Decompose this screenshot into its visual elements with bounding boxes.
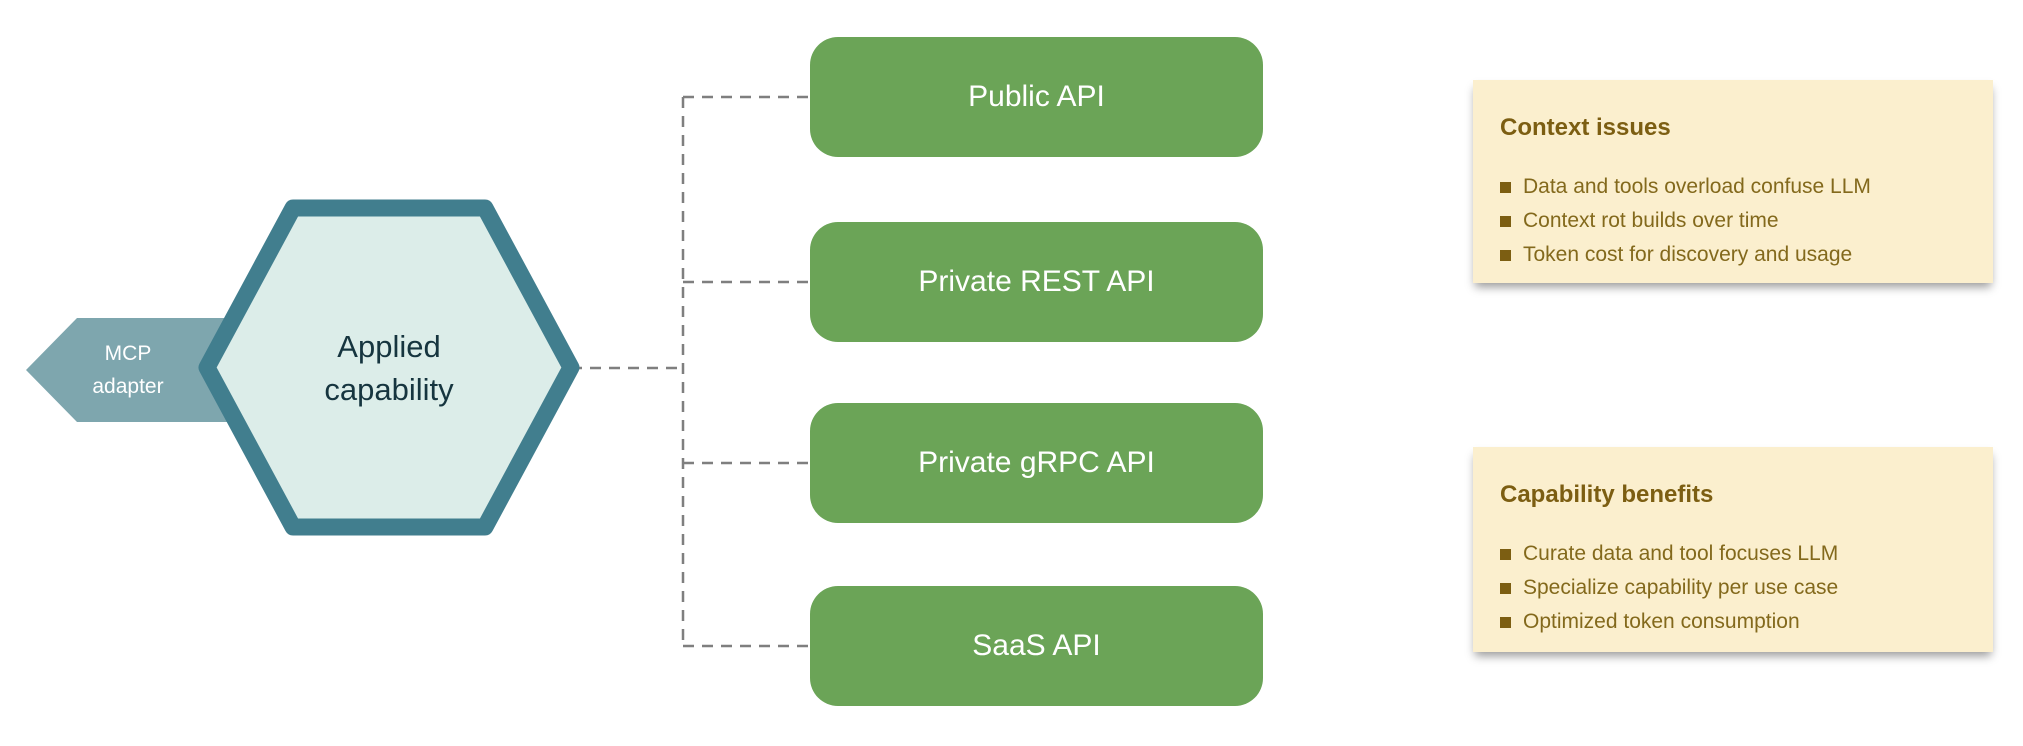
hexagon-label-line2: capability bbox=[324, 371, 454, 407]
note-bullet-list: Curate data and tool focuses LLM Special… bbox=[1500, 537, 1973, 639]
hexagon-shape bbox=[198, 199, 580, 536]
note-context-issues: Context issues Data and tools overload c… bbox=[1473, 80, 1993, 283]
note-bullet-text: Curate data and tool focuses LLM bbox=[1523, 542, 1839, 565]
note-bullet: Specialize capability per use case bbox=[1500, 571, 1973, 605]
note-bullet-list: Data and tools overload confuse LLM Cont… bbox=[1500, 170, 1973, 272]
note-bullet: Curate data and tool focuses LLM bbox=[1500, 537, 1973, 571]
api-node-label: Private REST API bbox=[918, 265, 1155, 298]
note-bullet-text: Optimized token consumption bbox=[1523, 610, 1800, 633]
square-bullet-icon bbox=[1500, 583, 1511, 594]
api-node-saas-api: SaaS API bbox=[810, 586, 1263, 706]
note-bullet: Context rot builds over time bbox=[1500, 204, 1973, 238]
api-node-label: SaaS API bbox=[972, 629, 1101, 662]
applied-capability-hexagon: Applied capability bbox=[198, 199, 580, 536]
mcp-adapter-label-line1: MCP bbox=[104, 342, 152, 365]
api-node-label: Private gRPC API bbox=[918, 446, 1155, 479]
note-title: Capability benefits bbox=[1500, 481, 1714, 508]
square-bullet-icon bbox=[1500, 250, 1511, 261]
square-bullet-icon bbox=[1500, 216, 1511, 227]
note-bullet: Data and tools overload confuse LLM bbox=[1500, 170, 1973, 204]
note-capability-benefits: Capability benefits Curate data and tool… bbox=[1473, 447, 1993, 652]
note-bullet-text: Data and tools overload confuse LLM bbox=[1523, 175, 1871, 198]
note-bullet-text: Context rot builds over time bbox=[1523, 209, 1779, 232]
hexagon-label: Applied capability bbox=[198, 199, 580, 536]
note-bullet: Token cost for discovery and usage bbox=[1500, 238, 1973, 272]
api-node-private-rest-api: Private REST API bbox=[810, 222, 1263, 342]
hexagon-label-line1: Applied bbox=[337, 328, 441, 364]
note-bullet-text: Specialize capability per use case bbox=[1523, 576, 1839, 599]
note-bullet: Optimized token consumption bbox=[1500, 605, 1973, 639]
mcp-adapter-label-line2: adapter bbox=[92, 375, 164, 398]
square-bullet-icon bbox=[1500, 182, 1511, 193]
square-bullet-icon bbox=[1500, 617, 1511, 628]
api-node-label: Public API bbox=[968, 80, 1105, 113]
note-bullet-text: Token cost for discovery and usage bbox=[1523, 243, 1853, 266]
api-node-private-grpc-api: Private gRPC API bbox=[810, 403, 1263, 523]
note-title: Context issues bbox=[1500, 114, 1671, 141]
api-node-public-api: Public API bbox=[810, 37, 1263, 157]
square-bullet-icon bbox=[1500, 549, 1511, 560]
